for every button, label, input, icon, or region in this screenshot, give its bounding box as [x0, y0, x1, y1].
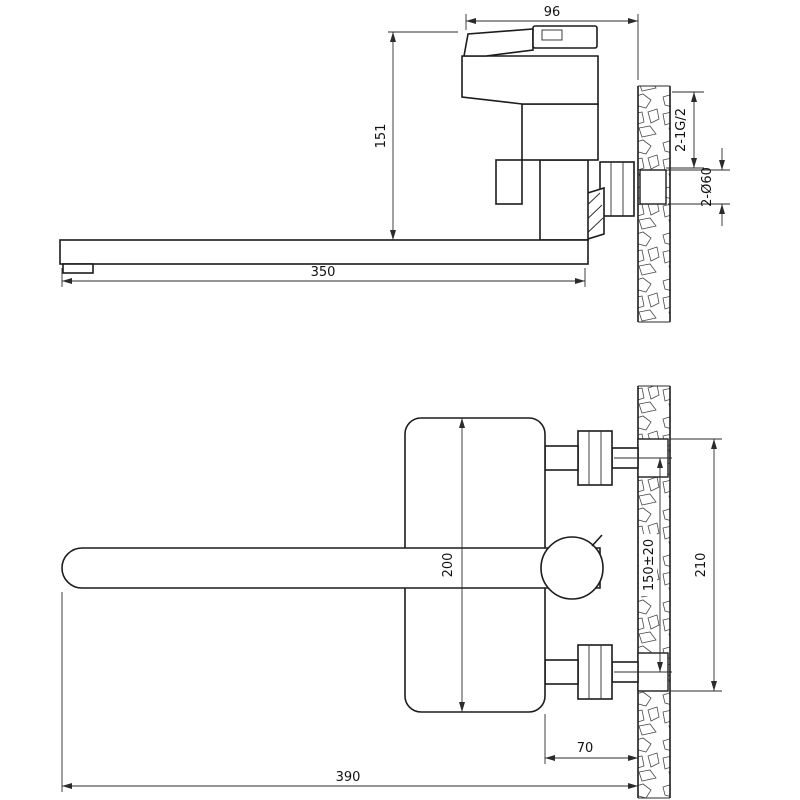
wall-flange-side: [639, 169, 667, 205]
mounting-nut-side: [599, 161, 635, 217]
dim-70: 70: [544, 714, 638, 764]
lever-tip: [591, 534, 603, 547]
dim-flange-label: 2-Ø60: [700, 167, 715, 207]
stem-top: [544, 445, 579, 471]
dim-150: 150±20: [614, 457, 672, 673]
dim-96-label: 96: [544, 5, 561, 20]
dim-arrow: [62, 278, 72, 284]
dim-350-label: 350: [311, 265, 336, 280]
lever-arm-side: [463, 28, 534, 57]
dim-arrow: [711, 439, 717, 449]
dim-thread: 2-1G/2: [666, 91, 704, 169]
dim-arrow: [459, 702, 465, 712]
dim-arrow: [390, 230, 396, 240]
dim-arrow: [628, 783, 638, 789]
dim-151: 151: [374, 31, 458, 240]
body-column-side: [539, 159, 589, 241]
dim-151-label: 151: [374, 124, 389, 149]
dim-390: 390: [61, 592, 638, 792]
lever-grip-side: [532, 25, 598, 49]
front-view: 200 150±20 210 70: [61, 385, 722, 799]
cartridge-body-side: [461, 55, 599, 105]
dim-96: 96: [465, 5, 639, 80]
spout-side: [59, 239, 589, 265]
dim-arrow: [545, 755, 555, 761]
handle-knob: [540, 536, 604, 600]
nut-bottom: [577, 644, 613, 700]
nut-top: [577, 430, 613, 486]
stem-bottom: [544, 659, 579, 685]
dim-arrow: [62, 783, 72, 789]
dim-70-label: 70: [577, 741, 594, 756]
dim-arrow: [719, 204, 725, 214]
dim-350: 350: [61, 265, 586, 287]
dim-arrow: [459, 418, 465, 428]
side-port: [495, 159, 523, 205]
neck-side: [521, 103, 599, 161]
dim-thread-label: 2-1G/2: [674, 108, 689, 152]
label-mask: [639, 534, 657, 596]
dim-150-label: 150±20: [642, 539, 657, 591]
dim-arrow: [719, 160, 725, 170]
dim-arrow: [628, 755, 638, 761]
dim-arrow: [466, 18, 476, 24]
aerator: [62, 263, 94, 274]
dim-arrow: [691, 92, 697, 102]
dim-arrow: [657, 458, 663, 468]
dim-arrow: [691, 158, 697, 168]
dim-200-label: 200: [441, 553, 456, 578]
side-view: 96 151 350 2-1G/2: [59, 5, 730, 323]
dim-flange: 2-Ø60: [668, 148, 730, 226]
dim-390-label: 390: [336, 770, 361, 785]
dim-arrow: [390, 32, 396, 42]
dim-arrow: [711, 681, 717, 691]
grip-detail: [541, 29, 563, 41]
dim-arrow: [628, 18, 638, 24]
dim-210-label: 210: [694, 553, 709, 578]
dim-arrow: [575, 278, 585, 284]
dim-200: 200: [441, 418, 465, 712]
spout-front: [61, 547, 601, 589]
dim-210: 210: [670, 438, 722, 692]
faucet-front: [61, 417, 604, 713]
faucet-side: [59, 25, 667, 274]
dim-arrow: [657, 662, 663, 672]
